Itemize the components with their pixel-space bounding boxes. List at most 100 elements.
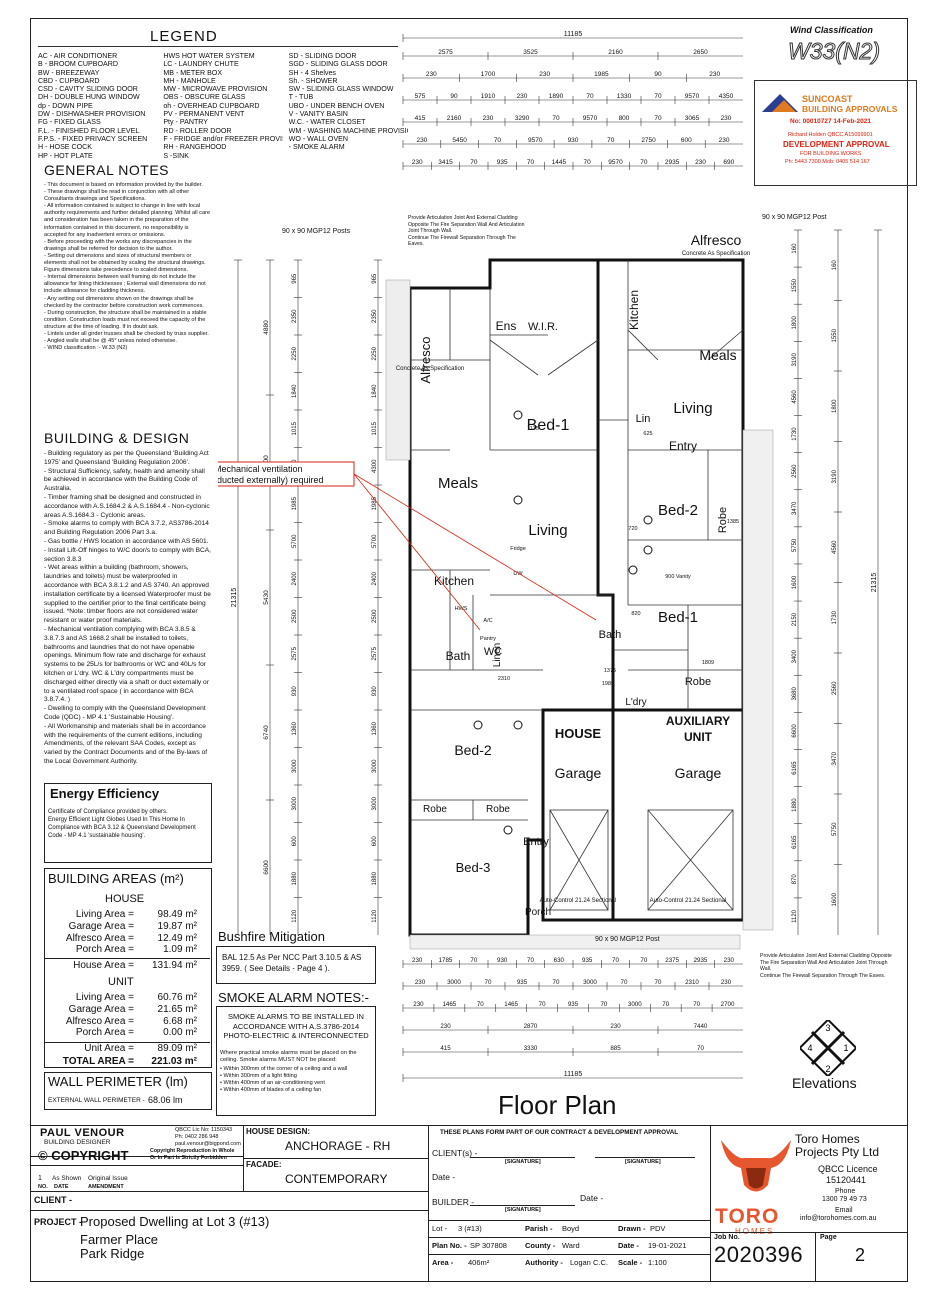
legend-entry: S -SINK <box>163 151 189 160</box>
general-note: - Setting out dimensions and sizes of st… <box>44 252 206 274</box>
general-note: - Angled walls shall be @ 45° unless not… <box>44 338 177 345</box>
design-note: - Structural Sufficiency, safety, health… <box>44 467 205 493</box>
ventilation-callout: Mechanical ventilation <box>218 464 303 474</box>
dim-right: 2150 <box>792 612 798 626</box>
area: 406m² <box>468 1258 490 1267</box>
dim-right: 4560 <box>832 540 838 554</box>
general-note: - Any setting out dimensions shown on th… <box>44 295 204 309</box>
facade: CONTEMPORARY <box>285 1172 388 1186</box>
legend-entry: F.P.S. - FIXED PRIVACY SCREEN <box>38 134 148 143</box>
dim-top: 230 <box>719 137 730 144</box>
dim-top: 2935 <box>665 159 680 166</box>
plan-note: Provide Articulation Joint And External … <box>408 215 525 235</box>
area-value: 21.65 m² <box>157 1003 197 1015</box>
room-label: Garage <box>675 765 722 781</box>
copyright: © COPYRIGHT <box>38 1148 129 1163</box>
room-label: Robe <box>423 804 447 815</box>
dim-bottom: 230 <box>412 957 423 964</box>
plan-note: Continue The Firewall Separation Through… <box>760 972 886 979</box>
posts-label-3: 90 x 90 MGP12 Post <box>595 936 660 943</box>
dim-bottom: 70 <box>527 957 534 964</box>
dim-top: 9570 <box>528 137 543 144</box>
stamp-for: FOR BUILDING WORKS <box>800 151 862 157</box>
dim-bottom: 1465 <box>504 1001 518 1008</box>
dim-top: 2160 <box>447 115 462 122</box>
room-label: Bed-3 <box>456 860 491 875</box>
dim-right: 3470 <box>792 501 798 515</box>
dim-top: 2575 <box>438 49 453 56</box>
dim-left: 6600 <box>263 860 270 875</box>
room-label: Garage <box>555 765 602 781</box>
date: 19-01-2021 <box>648 1241 687 1250</box>
design-note: - Building regulatory as per the Queensl… <box>44 450 209 466</box>
dim-left: 1360 <box>292 721 298 735</box>
dim-bottom: 885 <box>610 1045 621 1052</box>
dim-left: 1840 <box>292 384 298 398</box>
dim-bottom: 230 <box>440 1023 451 1030</box>
drawn-label: Drawn - <box>618 1224 646 1233</box>
plan-title: Floor Plan <box>498 1090 617 1120</box>
plan-annotation: 820 <box>631 611 640 617</box>
stamp-phone: Ph: 5443 7300 Mob: 0405 514 167 <box>785 159 870 165</box>
design-note: - Wet areas within a building (bathroom,… <box>44 564 211 625</box>
dim-left: 1985 <box>372 496 378 510</box>
areas-title: BUILDING AREAS (m²) <box>48 871 184 886</box>
room-label: Robe <box>486 804 510 815</box>
dim-top: 230 <box>695 159 706 166</box>
room-label: Alfresco <box>418 337 433 384</box>
dim-top: 5450 <box>452 137 467 144</box>
dim-bottom: 935 <box>582 957 593 964</box>
legend-entry: SGD - SLIDING GLASS DOOR <box>288 60 388 69</box>
dim-top: 9570 <box>608 159 623 166</box>
dim-top: 70 <box>470 159 478 166</box>
room-label: W.I.R. <box>528 321 558 333</box>
legend-entry: - SMOKE ALARM <box>288 143 345 152</box>
plan-annotation: Pantry <box>480 636 496 642</box>
project-rule <box>30 1210 428 1211</box>
stamp-company: SUNCOAST <box>802 94 853 104</box>
areas-house-total: House Area =131.94 m² <box>45 958 210 972</box>
legend-entry: MW - MICROWAVE PROVISION <box>163 85 268 94</box>
general-note: - Before proceeding with the works any d… <box>44 238 192 252</box>
dim-bottom: 930 <box>497 957 508 964</box>
area-label: Alfresco Area = <box>65 932 134 944</box>
room-label: Porch <box>525 907 551 918</box>
dim-right: 1730 <box>792 427 798 441</box>
general-note: - Lintels under all girder trusses shall… <box>44 330 209 337</box>
legend-entry: MB - METER BOX <box>163 68 223 77</box>
dim-left: 930 <box>292 686 298 697</box>
room-label: Bath <box>446 649 471 663</box>
design-note: - Gas bottle / HWS location in accordanc… <box>44 537 209 545</box>
dim-top: 230 <box>426 71 437 78</box>
dim-left: 2500 <box>372 609 378 623</box>
dim-bottom: 70 <box>539 1001 546 1008</box>
dim-top: 70 <box>527 159 535 166</box>
lot: 3 (#13) <box>458 1224 482 1233</box>
general-note: - Internal dimensions between wall frami… <box>44 274 206 295</box>
legend-entry: oh - OVERHEAD CUPBOARD <box>163 101 260 110</box>
areas-box <box>44 868 212 1068</box>
dim-left: 2575 <box>292 646 298 660</box>
dim-right: 2560 <box>792 464 798 478</box>
plan-annotation: 720 <box>628 526 637 532</box>
stamp-company2: BUILDING APPROVALS <box>802 104 898 114</box>
dim-right: 5750 <box>792 538 798 552</box>
plan-annotation: Auto-Control 21.24 Sectional <box>650 898 727 904</box>
builder-date-label: Date - <box>580 1193 604 1203</box>
room-label: HOUSE <box>555 726 602 741</box>
lot-rule <box>428 1220 710 1221</box>
area-row: Garage Area =21.65 m² <box>45 1004 197 1016</box>
plan-annotation: 625 <box>643 431 652 437</box>
dim-left: 1880 <box>372 871 378 885</box>
dim-top: 1445 <box>552 159 567 166</box>
builder-sig-caption: [SIGNATURE] <box>505 1207 541 1213</box>
plan-annotation: Auto-Control 21.24 Sectional <box>540 898 617 904</box>
county: Ward <box>562 1241 580 1250</box>
scale: 1:100 <box>648 1258 667 1267</box>
dim-overall: 11185 <box>564 1071 583 1078</box>
rev-no: 1 <box>38 1175 42 1182</box>
dim-bottom: 2870 <box>524 1023 538 1030</box>
designer-name: PAUL VENOUR <box>40 1127 125 1139</box>
area-value: 0.00 m² <box>163 1027 197 1039</box>
